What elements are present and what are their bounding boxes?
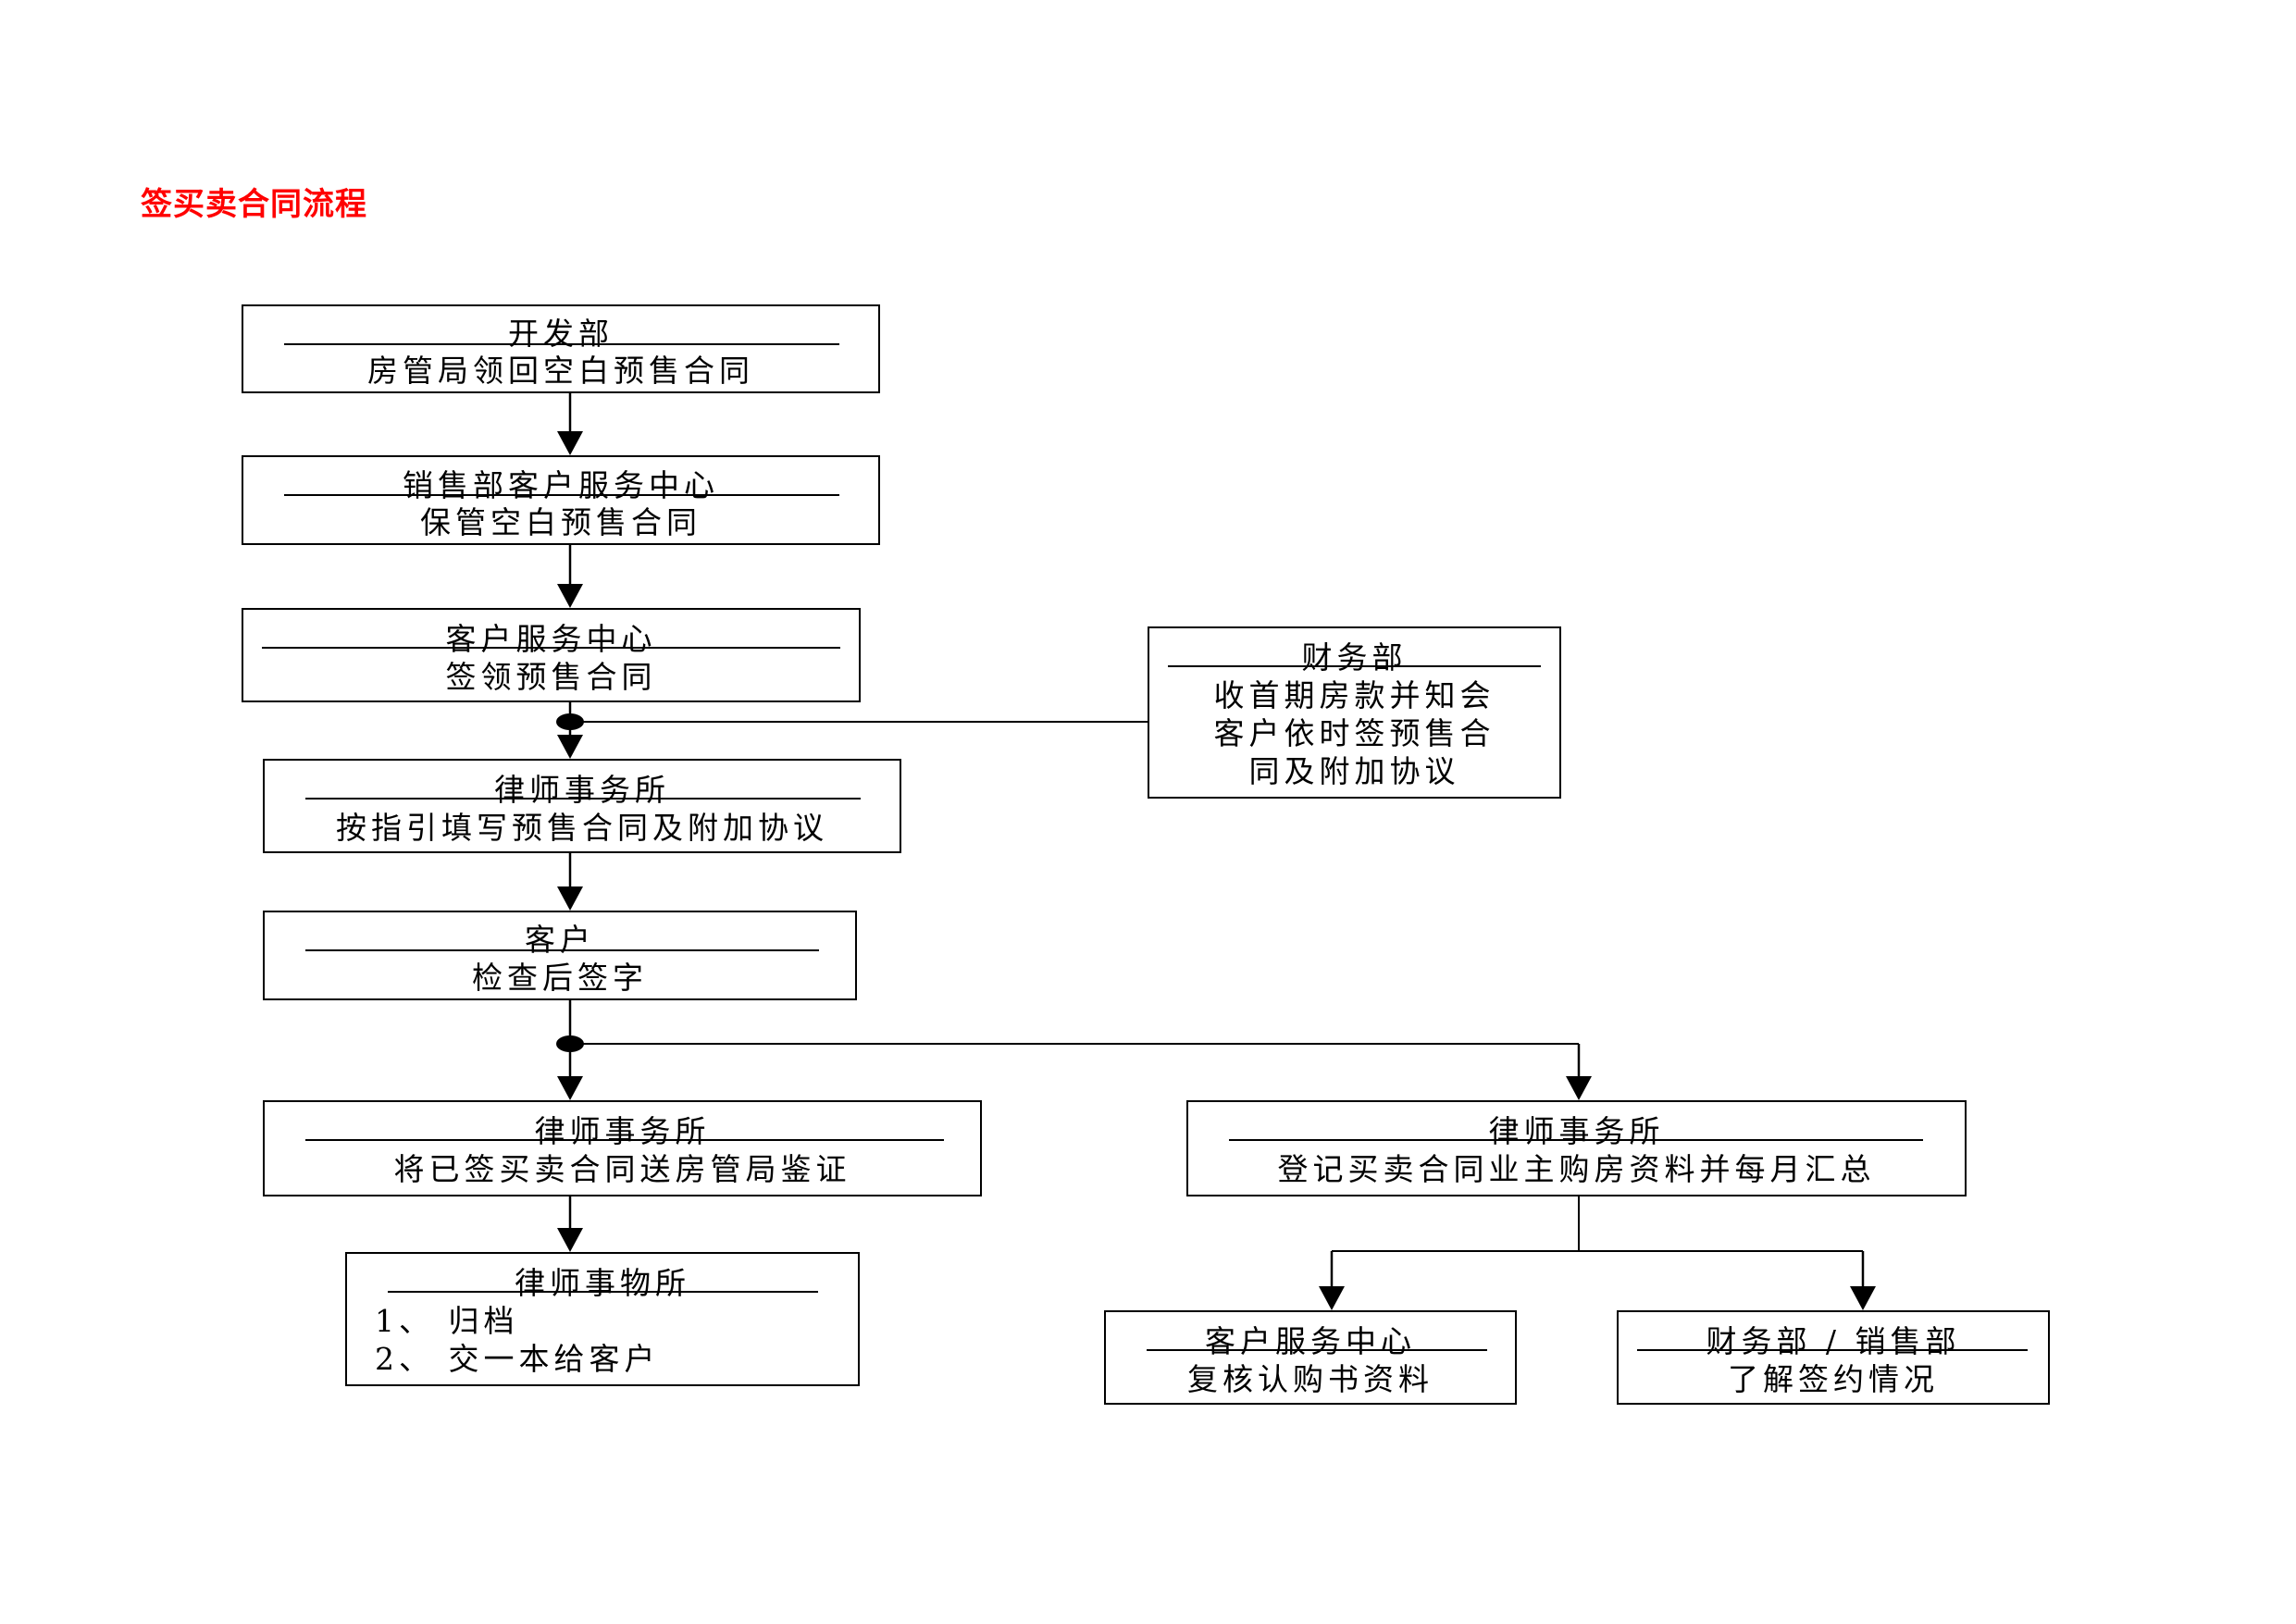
box-text-line: 按指引填写预售合同及附加协议 — [336, 810, 828, 846]
box-text-line: 检查后签字 — [472, 960, 648, 996]
page-title: 签买卖合同流程 — [141, 186, 367, 223]
arrow-head — [557, 735, 583, 759]
box-law-notarize: 律师事务所 将已签买卖合同送房管局鉴证 — [263, 1100, 982, 1196]
box-finance-sales: 财务部 / 销售部 了解签约情况 — [1617, 1310, 2050, 1405]
arrow-head — [557, 431, 583, 455]
box-header: 律师事务所 — [1488, 1113, 1665, 1149]
box-divider — [305, 798, 861, 800]
arrow-head — [557, 1076, 583, 1100]
box-law-archive: 律师事物所 1、 归档 2、 交一本给客户 — [345, 1252, 860, 1386]
box-text-line: 2、 交一本给客户 — [375, 1341, 660, 1377]
box-divider — [305, 949, 819, 951]
box-text-line: 保管空白预售合同 — [420, 504, 701, 540]
box-text-line: 将已签买卖合同送房管局鉴证 — [393, 1151, 851, 1187]
box-developer: 开发部 房管局领回空白预售合同 — [242, 304, 880, 393]
box-law-register: 律师事务所 登记买卖合同业主购房资料并每月汇总 — [1186, 1100, 1967, 1196]
box-header: 销售部客户服务中心 — [403, 467, 719, 503]
box-customer-service-sign: 客户服务中心 签领预售合同 — [242, 608, 861, 702]
box-divider — [388, 1291, 818, 1293]
box-text-line: 了解签约情况 — [1728, 1361, 1939, 1397]
box-text-line: 复核认购书资料 — [1187, 1361, 1433, 1397]
box-divider — [1637, 1349, 2028, 1351]
box-law-fill: 律师事务所 按指引填写预售合同及附加协议 — [263, 759, 901, 853]
box-text-line: 1、 归档 — [375, 1303, 519, 1339]
box-header: 客户服务中心 — [445, 621, 657, 657]
box-header: 开发部 — [508, 316, 614, 352]
box-sales-service: 销售部客户服务中心 保管空白预售合同 — [242, 455, 880, 545]
box-divider — [284, 343, 839, 345]
junction-dot — [556, 713, 584, 730]
box-service-review: 客户服务中心 复核认购书资料 — [1104, 1310, 1517, 1405]
junction-dot — [556, 1035, 584, 1052]
box-header: 律师事务所 — [494, 772, 670, 808]
arrow-head — [1319, 1286, 1345, 1310]
box-text-line: 登记买卖合同业主购房资料并每月汇总 — [1277, 1151, 1876, 1187]
arrow-head — [557, 584, 583, 608]
box-header: 律师事物所 — [515, 1265, 690, 1301]
arrow-head — [557, 886, 583, 911]
box-text-line: 同及附加协议 — [1248, 753, 1460, 789]
box-header: 财务部 — [1301, 639, 1408, 676]
box-customer: 客户 检查后签字 — [263, 911, 857, 1000]
arrow-head — [557, 1228, 583, 1252]
arrow-head — [1850, 1286, 1876, 1310]
box-header: 律师事务所 — [534, 1113, 711, 1149]
box-text-line: 客户依时签预售合 — [1213, 715, 1496, 751]
box-divider — [284, 494, 839, 496]
box-text-line: 收首期房款并知会 — [1213, 677, 1496, 713]
box-divider — [1147, 1349, 1487, 1351]
box-divider — [1168, 665, 1541, 667]
box-divider — [305, 1139, 944, 1141]
box-header: 财务部 / 销售部 — [1706, 1323, 1961, 1359]
box-text-line: 签领预售合同 — [445, 659, 657, 695]
arrow-head — [1566, 1076, 1592, 1100]
box-divider — [262, 647, 840, 649]
box-divider — [1229, 1139, 1923, 1141]
box-text-line: 房管局领回空白预售合同 — [367, 353, 754, 389]
box-header: 客户 — [525, 922, 595, 958]
box-finance: 财务部 收首期房款并知会 客户依时签预售合 同及附加协议 — [1148, 626, 1561, 799]
box-header: 客户服务中心 — [1205, 1323, 1416, 1359]
